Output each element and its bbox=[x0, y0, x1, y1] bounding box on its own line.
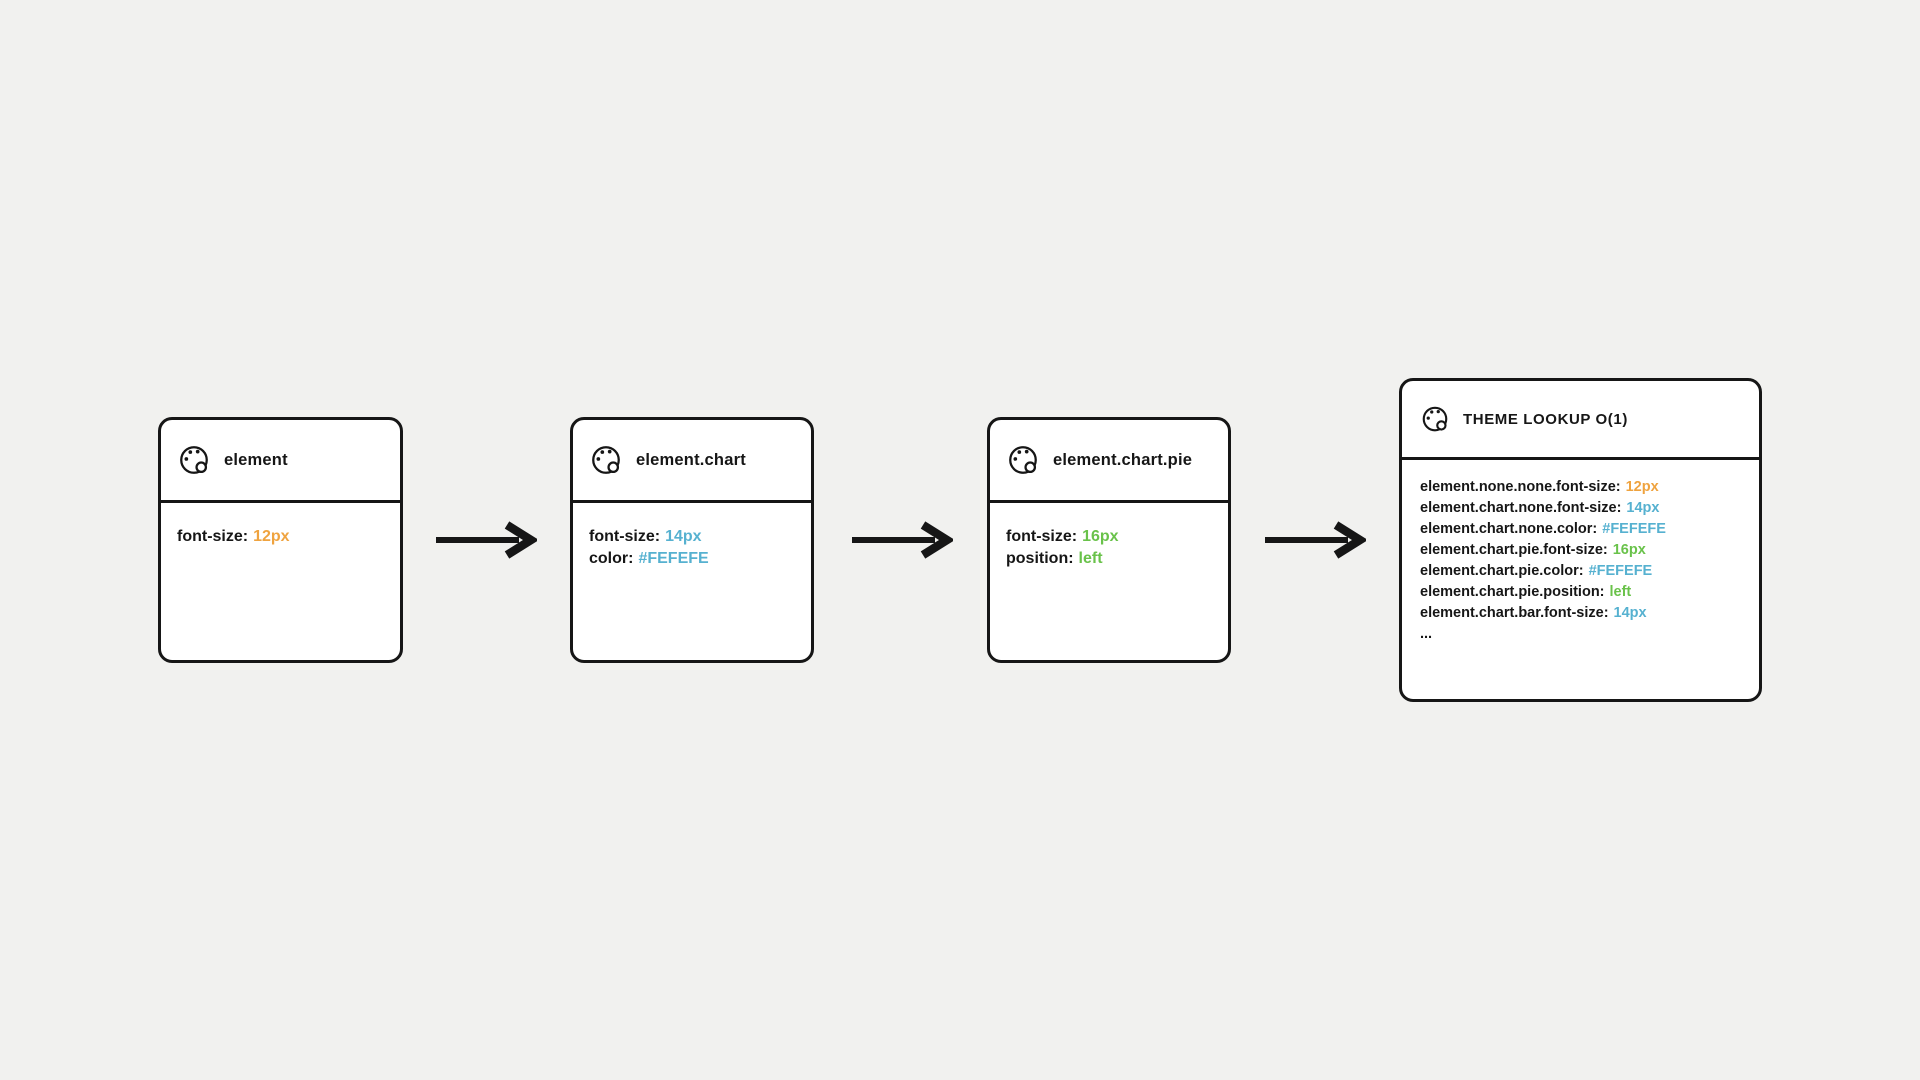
card-theme-lookup: THEME LOOKUP O(1) element.none.none.font… bbox=[1399, 378, 1762, 702]
palette-icon bbox=[1420, 404, 1450, 434]
lookup-row: ... bbox=[1420, 624, 1741, 645]
arrow-right-icon bbox=[852, 521, 953, 559]
lookup-row: element.chart.bar.font-size:14px bbox=[1420, 603, 1741, 624]
property-value: 14px bbox=[665, 528, 702, 545]
lookup-key: element.chart.pie.font-size: bbox=[1420, 542, 1608, 558]
property-value: #FEFEFE bbox=[638, 550, 709, 567]
card-element-chart-body: font-size:14px color:#FEFEFE bbox=[573, 503, 811, 570]
lookup-value: #FEFEFE bbox=[1588, 563, 1653, 579]
card-title: element.chart.pie bbox=[1053, 450, 1193, 469]
card-element-chart-pie-body: font-size:16px position:left bbox=[990, 503, 1228, 570]
property-row: color:#FEFEFE bbox=[589, 548, 795, 570]
arrow-right-icon bbox=[436, 521, 537, 559]
property-row: font-size:12px bbox=[177, 526, 384, 548]
palette-icon bbox=[1006, 443, 1040, 477]
card-theme-lookup-header: THEME LOOKUP O(1) bbox=[1402, 381, 1759, 460]
lookup-row: element.chart.pie.position:left bbox=[1420, 582, 1741, 603]
lookup-key: element.chart.none.color: bbox=[1420, 521, 1598, 537]
property-name: font-size: bbox=[589, 528, 661, 545]
lookup-row: element.chart.none.color:#FEFEFE bbox=[1420, 519, 1741, 540]
lookup-value: 14px bbox=[1626, 500, 1660, 516]
lookup-row: element.none.none.font-size:12px bbox=[1420, 477, 1741, 498]
card-title: element bbox=[224, 450, 288, 469]
card-element: element font-size:12px bbox=[158, 417, 403, 663]
property-row: font-size:16px bbox=[1006, 526, 1212, 548]
property-name: position: bbox=[1006, 550, 1074, 567]
lookup-key: element.none.none.font-size: bbox=[1420, 479, 1621, 495]
lookup-key: element.chart.none.font-size: bbox=[1420, 500, 1622, 516]
flow-arrow-2 bbox=[851, 518, 953, 562]
property-row: position:left bbox=[1006, 548, 1212, 570]
property-value: left bbox=[1078, 550, 1103, 567]
palette-icon bbox=[177, 443, 211, 477]
lookup-row: element.chart.none.font-size:14px bbox=[1420, 498, 1741, 519]
lookup-key: element.chart.pie.color: bbox=[1420, 563, 1584, 579]
property-name: font-size: bbox=[1006, 528, 1078, 545]
property-value: 12px bbox=[253, 528, 290, 545]
lookup-key: ... bbox=[1420, 626, 1433, 642]
card-element-chart-pie-header: element.chart.pie bbox=[990, 420, 1228, 503]
card-element-chart-pie: element.chart.pie font-size:16px positio… bbox=[987, 417, 1231, 663]
card-title: THEME LOOKUP O(1) bbox=[1463, 410, 1628, 428]
lookup-row: element.chart.pie.font-size:16px bbox=[1420, 540, 1741, 561]
palette-icon bbox=[589, 443, 623, 477]
flow-arrow-3 bbox=[1264, 518, 1366, 562]
lookup-key: element.chart.pie.position: bbox=[1420, 584, 1605, 600]
property-row: font-size:14px bbox=[589, 526, 795, 548]
card-theme-lookup-body: element.none.none.font-size:12px element… bbox=[1402, 460, 1759, 645]
property-value: 16px bbox=[1082, 528, 1119, 545]
lookup-value: left bbox=[1609, 584, 1632, 600]
lookup-value: 14px bbox=[1613, 605, 1647, 621]
lookup-value: #FEFEFE bbox=[1602, 521, 1666, 537]
card-element-chart-header: element.chart bbox=[573, 420, 811, 503]
property-name: color: bbox=[589, 550, 634, 567]
lookup-value: 16px bbox=[1612, 542, 1646, 558]
lookup-value: 12px bbox=[1625, 479, 1659, 495]
arrow-right-icon bbox=[1265, 521, 1366, 559]
property-name: font-size: bbox=[177, 528, 249, 545]
flow-arrow-1 bbox=[435, 518, 537, 562]
lookup-row: element.chart.pie.color:#FEFEFE bbox=[1420, 561, 1741, 582]
card-element-body: font-size:12px bbox=[161, 503, 400, 548]
card-title: element.chart bbox=[636, 450, 746, 469]
card-element-chart: element.chart font-size:14px color:#FEFE… bbox=[570, 417, 814, 663]
lookup-key: element.chart.bar.font-size: bbox=[1420, 605, 1609, 621]
card-element-header: element bbox=[161, 420, 400, 503]
